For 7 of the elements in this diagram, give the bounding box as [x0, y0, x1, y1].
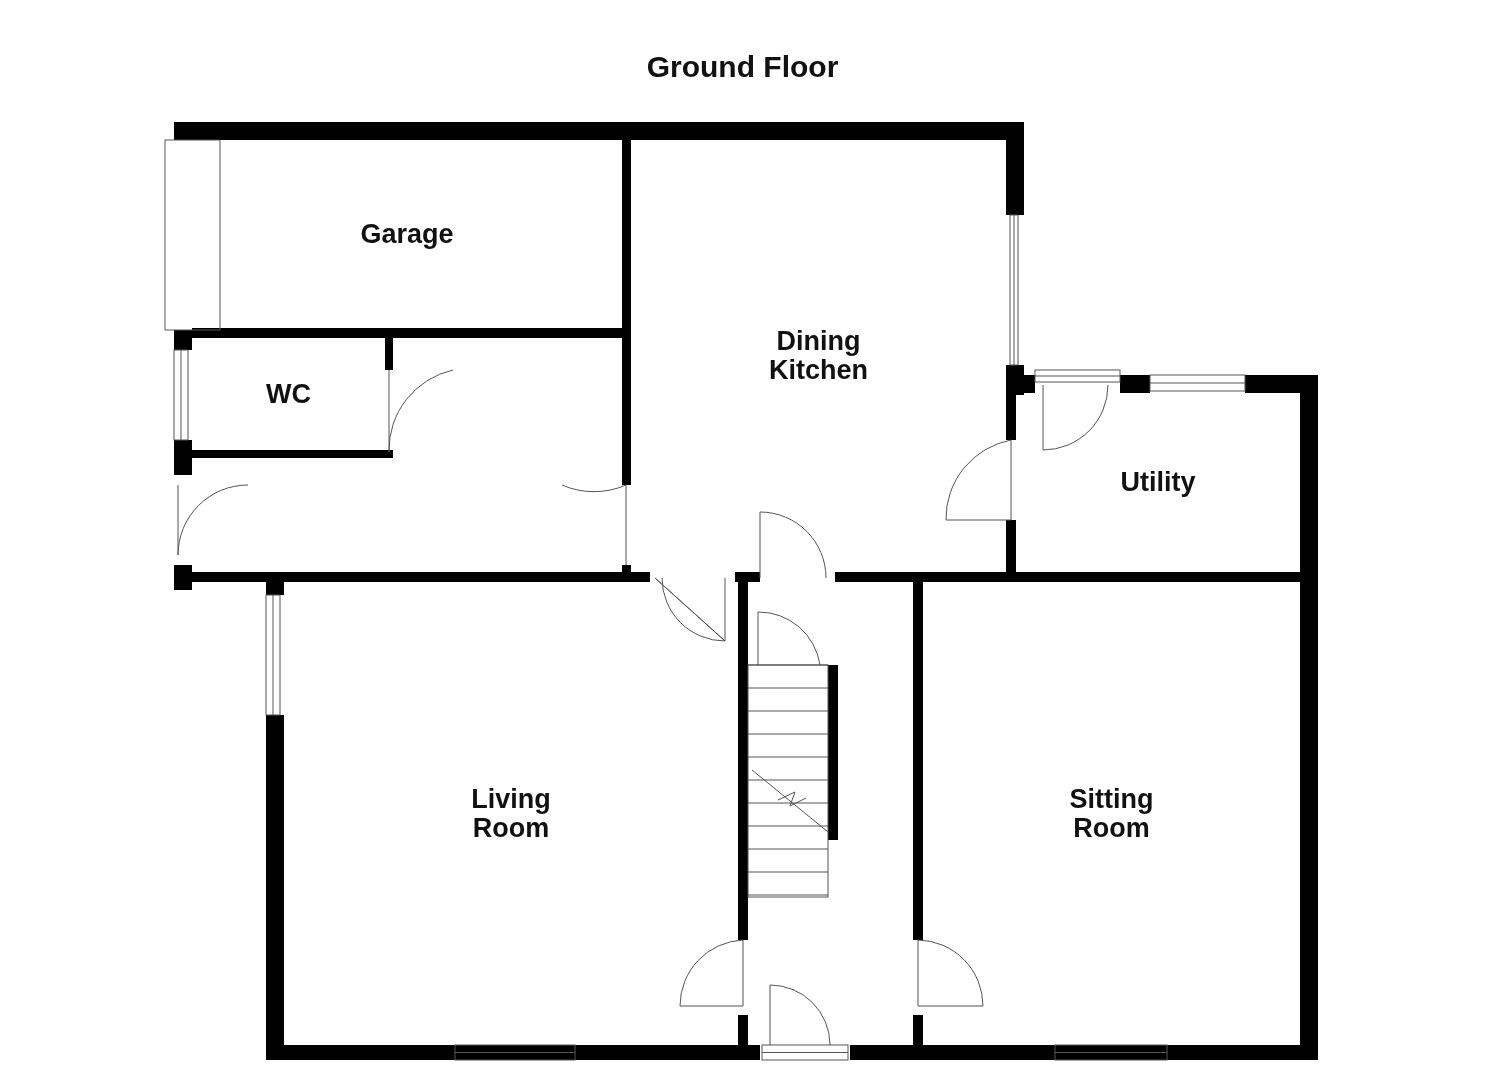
room-label: Utility — [1120, 468, 1196, 497]
room-label: Dining Kitchen — [768, 327, 869, 385]
room-label: Sitting Room — [1068, 784, 1155, 843]
room-label: Living Room — [470, 784, 552, 843]
room-label: WC — [266, 379, 311, 409]
plan-title: Ground Floor — [646, 50, 839, 83]
room-label: Garage — [360, 219, 454, 249]
